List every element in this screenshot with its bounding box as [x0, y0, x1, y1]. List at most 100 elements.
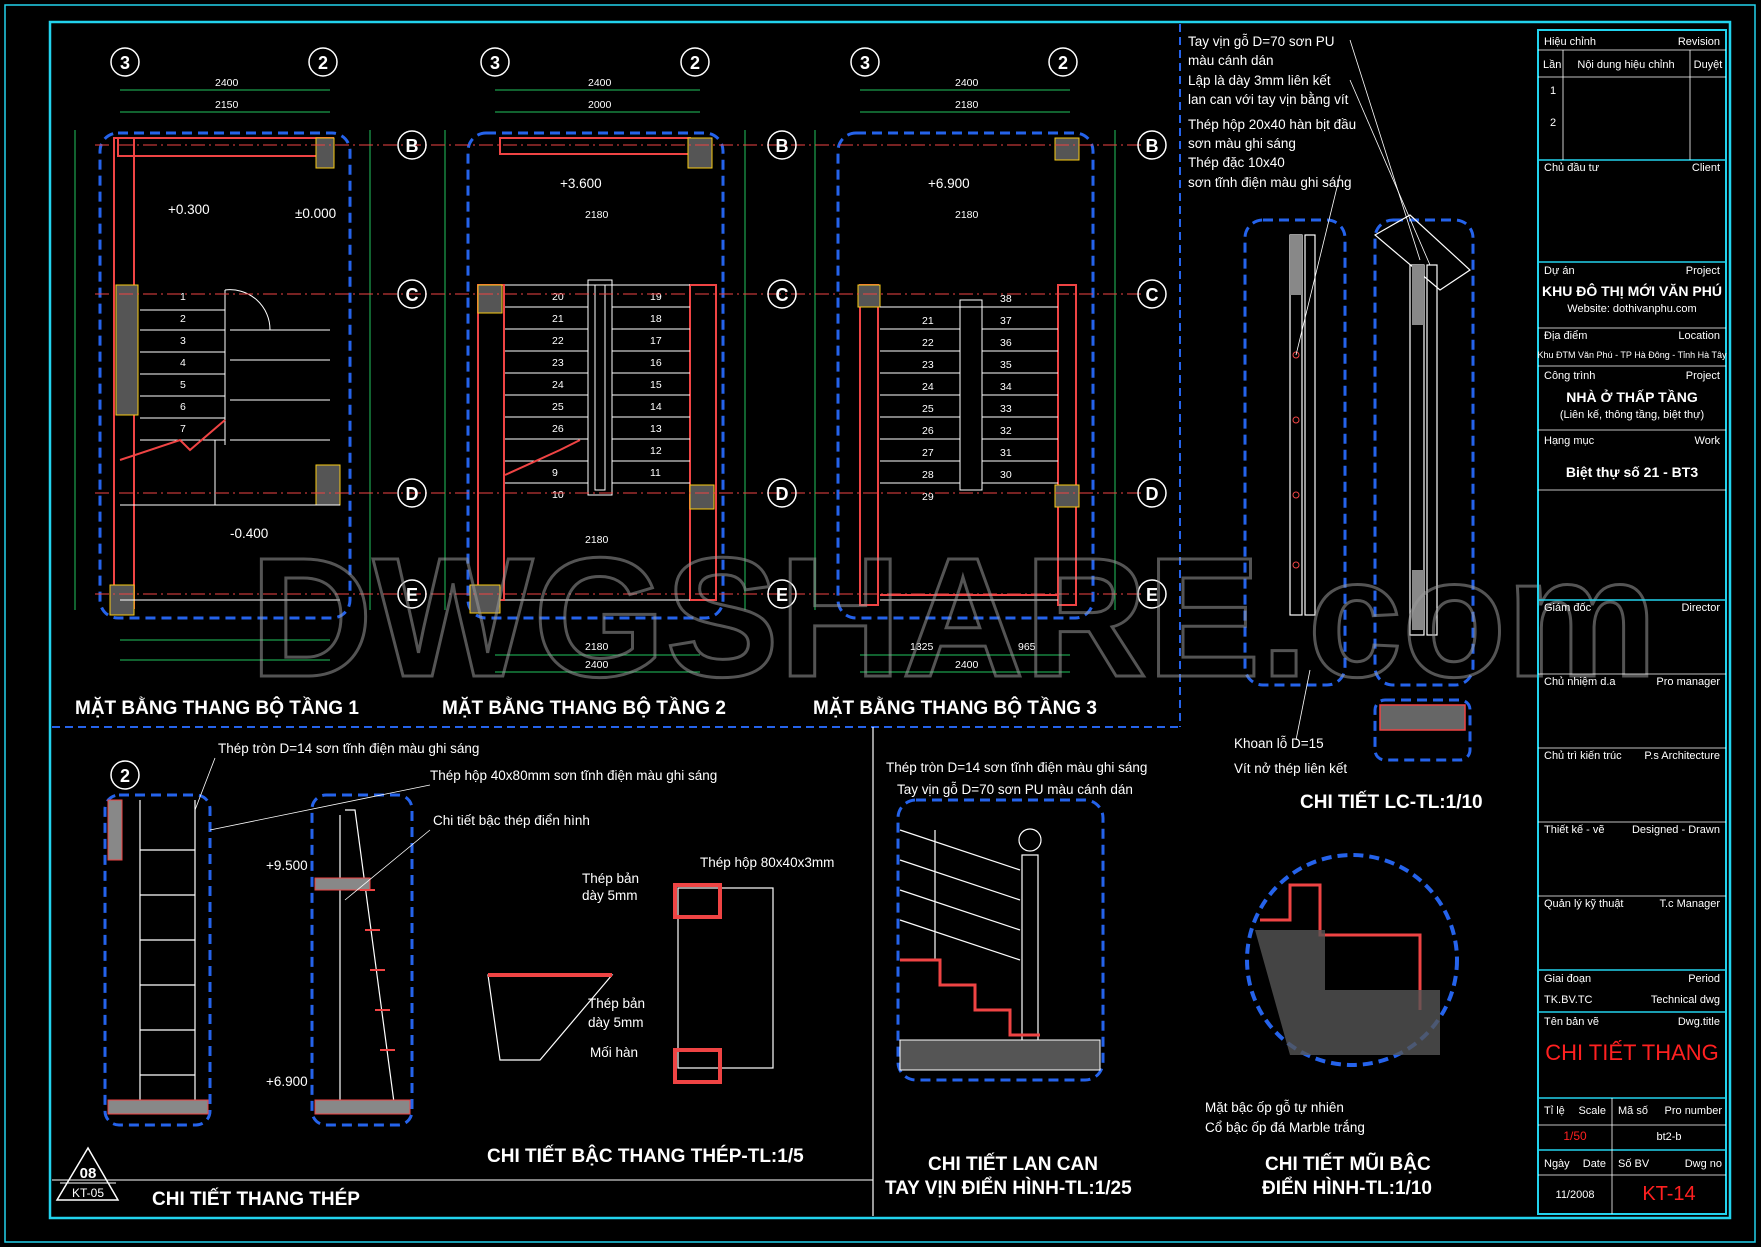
- svg-text:965: 965: [1018, 641, 1036, 653]
- svg-text:2400: 2400: [955, 659, 979, 671]
- svg-text:16: 16: [650, 357, 662, 369]
- svg-text:Khu ĐTM Văn Phú - TP Hà Đông -: Khu ĐTM Văn Phú - TP Hà Đông - Tỉnh Hà T…: [1538, 350, 1727, 360]
- svg-text:2: 2: [1058, 53, 1068, 73]
- svg-text:Thép tròn D=14 sơn tĩnh điện m: Thép tròn D=14 sơn tĩnh điện màu ghi sán…: [886, 760, 1147, 775]
- svg-text:Project: Project: [1686, 265, 1720, 277]
- svg-text:1325: 1325: [910, 641, 934, 653]
- svg-text:Thép hộp 80x40x3mm: Thép hộp 80x40x3mm: [700, 855, 834, 870]
- plan-2-title: MẶT BẰNG THANG BỘ TẦNG 2: [442, 697, 726, 719]
- svg-text:NHÀ Ở THẤP TẦNG: NHÀ Ở THẤP TẦNG: [1566, 388, 1698, 405]
- plan-floor-1: 12 34 56 7 +0.300 ±0.000 -0.400 2400 215…: [74, 77, 371, 661]
- svg-text:19: 19: [650, 291, 662, 303]
- plan-3-title: MẶT BẰNG THANG BỘ TẦNG 3: [813, 697, 1097, 719]
- svg-text:2180: 2180: [585, 209, 609, 221]
- svg-text:26: 26: [552, 423, 564, 435]
- level-mark: +3.600: [560, 176, 602, 191]
- svg-text:lan can với tay vịn bằng vít: lan can với tay vịn bằng vít: [1188, 92, 1349, 107]
- svg-text:Thép bản: Thép bản: [582, 871, 639, 886]
- steel-stair-detail: Thép tròn D=14 sơn tĩnh điện màu ghi sán…: [55, 741, 717, 1210]
- svg-text:2000: 2000: [588, 99, 612, 111]
- railing-title-1: CHI TIẾT LAN CAN: [928, 1153, 1098, 1175]
- nose-title-2: ĐIỂN HÌNH-TL:1/10: [1262, 1177, 1432, 1199]
- svg-text:6: 6: [180, 401, 186, 413]
- svg-text:25: 25: [922, 403, 934, 415]
- svg-text:Quản lý kỹ thuật: Quản lý kỹ thuật: [1544, 898, 1624, 910]
- svg-text:Revision: Revision: [1678, 36, 1720, 48]
- svg-text:2400: 2400: [585, 659, 609, 671]
- svg-text:33: 33: [1000, 403, 1012, 415]
- svg-text:4: 4: [180, 357, 186, 369]
- svg-text:7: 7: [180, 423, 186, 435]
- svg-text:10: 10: [552, 489, 564, 501]
- svg-text:2180: 2180: [955, 209, 979, 221]
- svg-text:Thiết kế - vẽ: Thiết kế - vẽ: [1544, 824, 1605, 836]
- svg-text:E: E: [406, 585, 418, 605]
- svg-text:Tỉ lệ: Tỉ lệ: [1544, 1105, 1565, 1117]
- svg-text:Dwg.title: Dwg.title: [1678, 1016, 1720, 1028]
- sheet-ref-badge: 08 KT-05: [55, 1146, 120, 1201]
- svg-text:1: 1: [1550, 85, 1556, 97]
- steel-step-detail: Thép bản dày 5mm Thép hộp 80x40x3mm Thép…: [487, 855, 834, 1167]
- svg-text:Period: Period: [1688, 973, 1720, 985]
- svg-text:24: 24: [552, 379, 564, 391]
- svg-text:2400: 2400: [955, 77, 979, 89]
- svg-text:D: D: [406, 484, 419, 504]
- svg-text:1: 1: [180, 291, 186, 303]
- svg-text:2: 2: [120, 766, 130, 786]
- svg-text:TK.BV.TC: TK.BV.TC: [1544, 994, 1593, 1006]
- svg-text:27: 27: [922, 447, 934, 459]
- svg-text:Thép hộp 40x80mm sơn tĩnh điện: Thép hộp 40x80mm sơn tĩnh điện màu ghi s…: [430, 768, 717, 783]
- svg-text:2: 2: [1550, 117, 1556, 129]
- svg-text:sơn tĩnh điện màu ghi sáng: sơn tĩnh điện màu ghi sáng: [1188, 175, 1351, 190]
- svg-text:5: 5: [180, 379, 186, 391]
- plan-1-title: MẶT BẰNG THANG BỘ TẦNG 1: [75, 697, 359, 719]
- drawing-number: KT-14: [1642, 1183, 1695, 1205]
- svg-text:Tay vịn gỗ D=70 sơn PU: Tay vịn gỗ D=70 sơn PU: [1188, 34, 1335, 49]
- svg-text:Mặt bậc ốp gỗ tự nhiên: Mặt bậc ốp gỗ tự nhiên: [1205, 1100, 1344, 1115]
- svg-text:Giai đoạn: Giai đoạn: [1544, 973, 1591, 985]
- svg-text:12: 12: [650, 445, 662, 457]
- svg-text:3: 3: [180, 335, 186, 347]
- svg-text:11: 11: [650, 467, 661, 479]
- svg-text:Thép tròn D=14 sơn tĩnh điện m: Thép tròn D=14 sơn tĩnh điện màu ghi sán…: [218, 741, 479, 756]
- svg-text:P.s Architecture: P.s Architecture: [1644, 750, 1720, 762]
- svg-text:20: 20: [552, 291, 564, 303]
- svg-text:Duyệt: Duyệt: [1694, 59, 1723, 71]
- svg-text:2180: 2180: [955, 99, 979, 111]
- watermark: DWGSHARE.com: [250, 523, 1657, 713]
- svg-text:3: 3: [490, 53, 500, 73]
- railing-title-2: TAY VỊN ĐIỂN HÌNH-TL:1/25: [885, 1177, 1132, 1199]
- svg-text:Designed - Drawn: Designed - Drawn: [1632, 824, 1720, 836]
- svg-text:15: 15: [650, 379, 662, 391]
- svg-text:Chủ đầu tư: Chủ đầu tư: [1544, 162, 1600, 174]
- svg-text:31: 31: [1000, 447, 1012, 459]
- svg-text:Date: Date: [1583, 1158, 1606, 1170]
- svg-text:B: B: [776, 136, 789, 156]
- svg-text:Technical dwg: Technical dwg: [1651, 994, 1720, 1006]
- svg-text:Chủ trì kiến trúc: Chủ trì kiến trúc: [1544, 750, 1622, 762]
- svg-text:Hiệu chỉnh: Hiệu chỉnh: [1544, 36, 1596, 48]
- svg-text:Thép hộp 20x40 hàn bịt đầu: Thép hộp 20x40 hàn bịt đầu: [1188, 117, 1356, 132]
- svg-text:E: E: [1146, 585, 1158, 605]
- svg-text:2180: 2180: [585, 641, 609, 653]
- level-mark: +6.900: [928, 176, 970, 191]
- svg-text:Pro number: Pro number: [1665, 1105, 1723, 1117]
- railing-detail: Thép tròn D=14 sơn tĩnh điện màu ghi sán…: [885, 760, 1147, 1199]
- svg-text:sơn màu ghi sáng: sơn màu ghi sáng: [1188, 136, 1296, 151]
- svg-text:Client: Client: [1692, 162, 1720, 174]
- svg-text:08: 08: [80, 1165, 97, 1182]
- svg-text:Mối hàn: Mối hàn: [590, 1045, 638, 1060]
- svg-text:14: 14: [650, 401, 662, 413]
- title-block: Hiệu chỉnh Revision Lần Nội dung hiệu ch…: [1537, 29, 1727, 1215]
- svg-text:Thép bản: Thép bản: [588, 996, 645, 1011]
- svg-text:2180: 2180: [585, 534, 609, 546]
- svg-text:21: 21: [922, 315, 934, 327]
- svg-text:34: 34: [1000, 381, 1012, 393]
- svg-text:B: B: [406, 136, 419, 156]
- svg-text:D: D: [1146, 484, 1159, 504]
- svg-text:Nội dung hiệu chỉnh: Nội dung hiệu chỉnh: [1577, 59, 1674, 71]
- svg-text:2400: 2400: [215, 77, 239, 89]
